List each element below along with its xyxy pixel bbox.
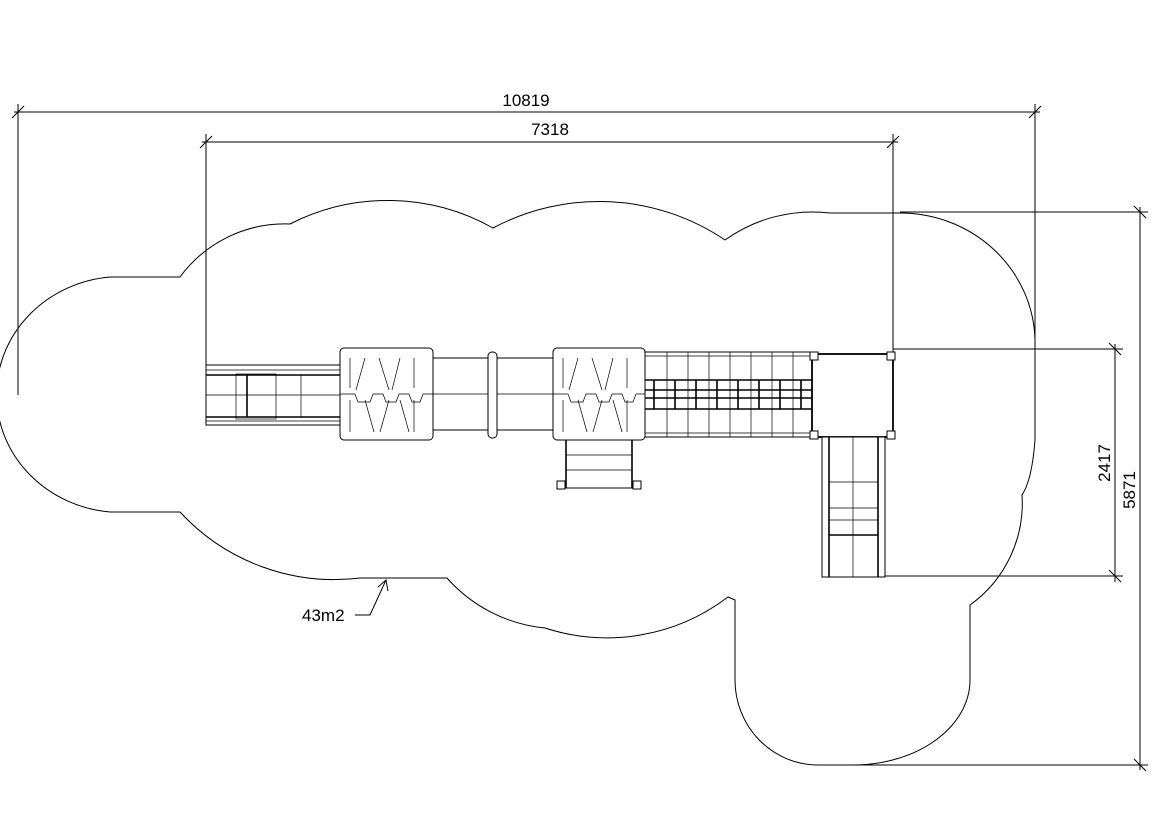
dimension-overall-width-label: 5871	[1120, 471, 1139, 509]
area-annotation: 43m2	[302, 579, 389, 625]
right-slide	[821, 436, 886, 578]
platform-deck	[809, 351, 896, 440]
area-label: 43m2	[302, 606, 345, 625]
crawl-tube	[432, 351, 554, 439]
climbing-panel-left	[339, 347, 434, 441]
dimension-structure-length-label: 7318	[531, 120, 569, 139]
dimension-structure-width-label: 2417	[1095, 444, 1114, 482]
dimension-overall-length: 10819	[11, 91, 1042, 395]
steps	[556, 439, 642, 490]
net-bridge	[644, 351, 813, 438]
climbing-panel-right	[552, 347, 646, 441]
dimension-structure-width: 2417	[885, 342, 1123, 583]
dimension-structure-length: 7318	[199, 120, 900, 365]
dimension-overall-length-label: 10819	[502, 91, 549, 110]
dimension-overall-width: 5871	[853, 205, 1148, 772]
play-structure	[205, 347, 896, 578]
left-slide	[205, 364, 341, 426]
safety-zone-outline	[0, 200, 1036, 766]
